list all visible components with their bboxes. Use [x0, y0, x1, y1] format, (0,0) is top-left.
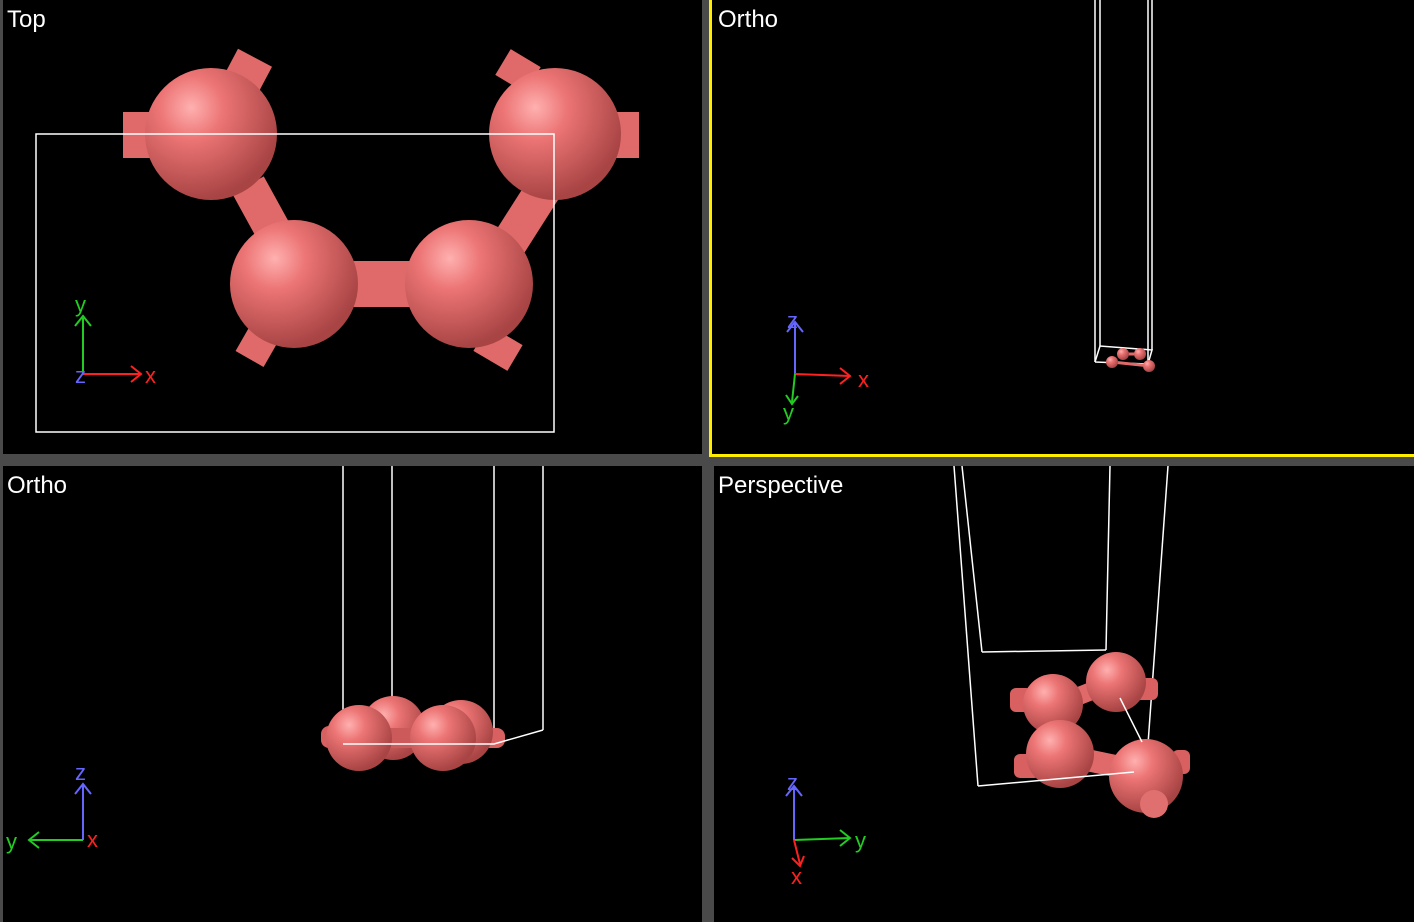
- axes-gizmo-perspective: z y x: [785, 770, 866, 889]
- axis-label-h: x: [145, 363, 156, 388]
- viewport-label-ortho: Ortho: [7, 472, 68, 499]
- unit-cell-outline: [35, 133, 555, 433]
- axis-label-depth: x: [87, 827, 98, 852]
- viewport-perspective[interactable]: Perspective: [714, 466, 1414, 922]
- axis-label-v: y: [75, 292, 86, 317]
- atom-sphere: [489, 68, 621, 200]
- atoms: [1010, 652, 1190, 818]
- viewport-label-ortho-active: Ortho: [718, 6, 779, 33]
- viewport-ortho[interactable]: Ortho z y x: [3, 466, 702, 922]
- axes-gizmo-ortho-active: z x y: [783, 308, 869, 425]
- axis-label-h: y: [855, 828, 866, 853]
- viewport-label-perspective: Perspective: [718, 472, 844, 499]
- atom-sphere: [405, 220, 533, 348]
- axes-gizmo-top: y x z: [74, 292, 156, 388]
- scene-perspective[interactable]: z y x: [714, 466, 1414, 922]
- axes-gizmo-ortho: z y x: [6, 760, 98, 854]
- atom-sphere: [230, 220, 358, 348]
- axis-label-depth: x: [791, 864, 802, 889]
- atoms: [321, 696, 505, 771]
- unit-cell-outline: [953, 466, 1169, 787]
- unit-cell-outline: [1094, 0, 1153, 365]
- unit-cell-front: [343, 729, 544, 745]
- atoms: [1106, 348, 1155, 372]
- unit-cell-outline: [342, 466, 544, 744]
- unit-cell-front: [977, 697, 1143, 787]
- axis-label-depth: z: [75, 363, 86, 388]
- viewport-ortho-active[interactable]: Ortho z x y: [709, 0, 1414, 457]
- viewport-label-top: Top: [7, 6, 46, 33]
- axis-label-v: z: [75, 760, 86, 785]
- axis-label-h: y: [6, 829, 17, 854]
- scene-top[interactable]: y x z: [3, 0, 702, 454]
- scene-ortho[interactable]: z y x: [3, 466, 702, 922]
- axis-label-v: z: [787, 308, 798, 333]
- axis-label-depth: y: [783, 400, 794, 425]
- scene-ortho-active[interactable]: z x y: [712, 0, 1414, 454]
- axis-label-v: z: [787, 770, 798, 795]
- viewport-top[interactable]: Top: [3, 0, 702, 454]
- axis-label-h: x: [858, 367, 869, 392]
